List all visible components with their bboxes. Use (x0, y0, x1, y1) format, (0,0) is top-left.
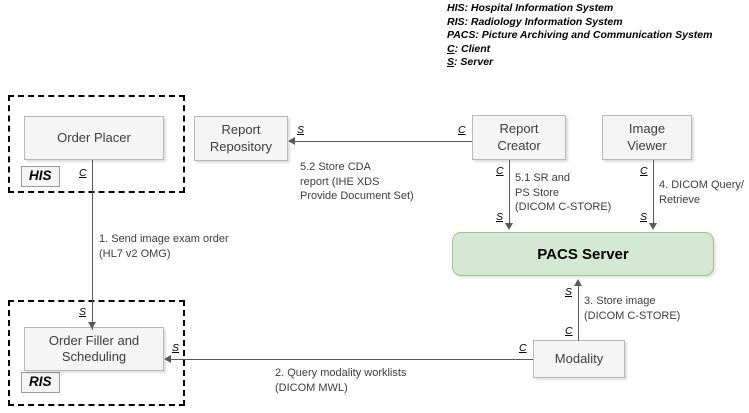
node-image-viewer[interactable]: Image Viewer (602, 115, 692, 160)
domain-boundary-his (8, 95, 185, 193)
marker-pacs-server-from-report-creator: S (496, 211, 504, 223)
marker-order-filler-server-right: S (172, 342, 180, 354)
marker-order-placer-client: C (79, 167, 87, 179)
connector-order-placer-to-order-filler (92, 160, 93, 330)
arrowhead-to-pacs-from-modality (574, 279, 582, 286)
marker-image-viewer-client: C (640, 165, 648, 177)
legend-line-client: C: Client (447, 43, 747, 57)
legend-line-ris: RIS: Radiology Information System (447, 15, 623, 28)
flow-label-step1: 1. Send image exam order (HL7 v2 OMG) (99, 233, 229, 260)
domain-tag-ris: RIS (21, 372, 60, 393)
arrowhead-to-pacs-from-report-creator (505, 223, 513, 230)
node-order-filler-and-scheduling[interactable]: Order Filler and Scheduling (24, 327, 164, 371)
node-order-placer[interactable]: Order Placer (24, 116, 164, 160)
legend-line-pacs: PACS: Picture Archiving and Communicatio… (447, 29, 713, 42)
flow-label-step5-2: 5.2 Store CDA report (IHE XDS Provide Do… (300, 161, 414, 202)
marker-pacs-server-from-modality: S (565, 286, 573, 298)
marker-order-filler-server: S (79, 306, 87, 318)
legend: HIS: Hospital Information System RIS: Ra… (447, 2, 747, 70)
legend-client-letter: C (447, 42, 455, 55)
arrowhead-to-order-filler (88, 322, 96, 329)
node-report-repository[interactable]: Report Repository (194, 116, 288, 161)
arrowhead-to-report-repository (288, 137, 295, 145)
legend-line-server: S: Server (447, 56, 747, 70)
marker-report-creator-client-left: C (458, 124, 466, 136)
node-pacs-server[interactable]: PACS Server (452, 232, 714, 276)
marker-modality-client-top: C (565, 325, 573, 337)
flow-label-step4: 4. DICOM Query/ Retrieve (659, 179, 744, 206)
node-modality[interactable]: Modality (533, 340, 625, 378)
legend-line-his: HIS: Hospital Information System (447, 2, 614, 14)
legend-client-text: : Client (454, 42, 491, 55)
domain-boundary-ris (8, 300, 185, 406)
arrowhead-to-pacs-from-image-viewer (649, 223, 657, 230)
connector-report-creator-to-report-repository (294, 141, 472, 142)
marker-report-creator-client-bottom: C (496, 165, 504, 177)
flow-label-step2: 2. Query modality worklists (DICOM MWL) (275, 367, 407, 394)
arrowhead-to-order-filler-from-modality (164, 355, 171, 363)
flow-label-step5-1: 5.1 SR and PS Store (DICOM C-STORE) (515, 172, 612, 213)
marker-report-repository-server: S (297, 124, 305, 136)
marker-pacs-server-from-image-viewer: S (640, 211, 648, 223)
node-report-creator[interactable]: Report Creator (472, 115, 566, 160)
domain-tag-his: HIS (21, 166, 60, 187)
connector-modality-to-order-filler (170, 359, 533, 360)
connector-modality-to-pacs (578, 285, 579, 341)
marker-modality-client-left: C (519, 342, 527, 354)
connector-report-creator-to-pacs (509, 160, 510, 227)
legend-server-text: : Server (454, 56, 494, 69)
flow-label-step3: 3. Store image (DICOM C-STORE) (584, 295, 681, 322)
legend-server-letter: S (447, 56, 455, 69)
connector-image-viewer-to-pacs (653, 160, 654, 227)
